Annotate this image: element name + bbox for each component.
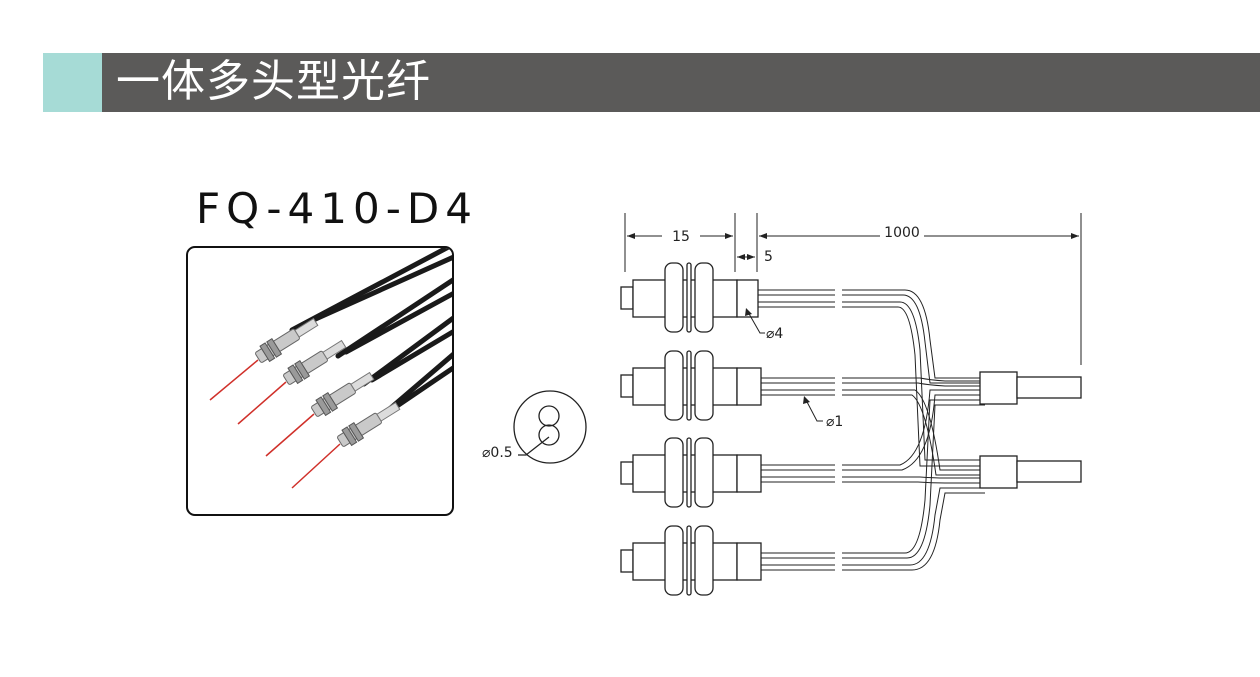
product-model: FQ-410-D4 bbox=[196, 184, 478, 233]
dim-cable-length: 1000 bbox=[884, 225, 920, 241]
leader-arrows bbox=[745, 308, 810, 404]
fiber-diameter-label: ⌀1 bbox=[826, 414, 843, 430]
fiber-cables bbox=[289, 248, 452, 415]
laser-beam-1 bbox=[209, 359, 259, 401]
laser-beam-2 bbox=[237, 381, 287, 425]
diameter-leaders bbox=[747, 311, 823, 422]
dimension-lines bbox=[624, 213, 1082, 365]
drawing-connectors bbox=[979, 371, 1082, 489]
sensor-head-4 bbox=[337, 401, 401, 447]
page-title: 一体多头型光纤 bbox=[116, 56, 431, 107]
cross-section-diameter-label: ⌀0.5 bbox=[482, 445, 513, 461]
header-accent bbox=[43, 53, 102, 112]
sensor-head-3 bbox=[311, 371, 375, 417]
laser-beam-3 bbox=[265, 413, 315, 457]
fiber-cross-section bbox=[513, 390, 587, 464]
dim-head-length: 15 bbox=[672, 229, 690, 245]
drawing-fiber-cables bbox=[758, 289, 985, 571]
laser-beam-4 bbox=[291, 443, 341, 489]
product-photo-illustration bbox=[209, 248, 452, 489]
sensor-head-1 bbox=[255, 317, 319, 363]
drawing-sensor-heads bbox=[620, 262, 762, 596]
header-bar: 一体多头型光纤 bbox=[102, 53, 1260, 112]
dimension-arrows bbox=[627, 233, 1079, 260]
sensor-head-2 bbox=[283, 339, 347, 385]
product-photo bbox=[186, 246, 454, 516]
dim-collar-length: 5 bbox=[764, 249, 773, 265]
head-diameter-label: ⌀4 bbox=[766, 326, 783, 342]
